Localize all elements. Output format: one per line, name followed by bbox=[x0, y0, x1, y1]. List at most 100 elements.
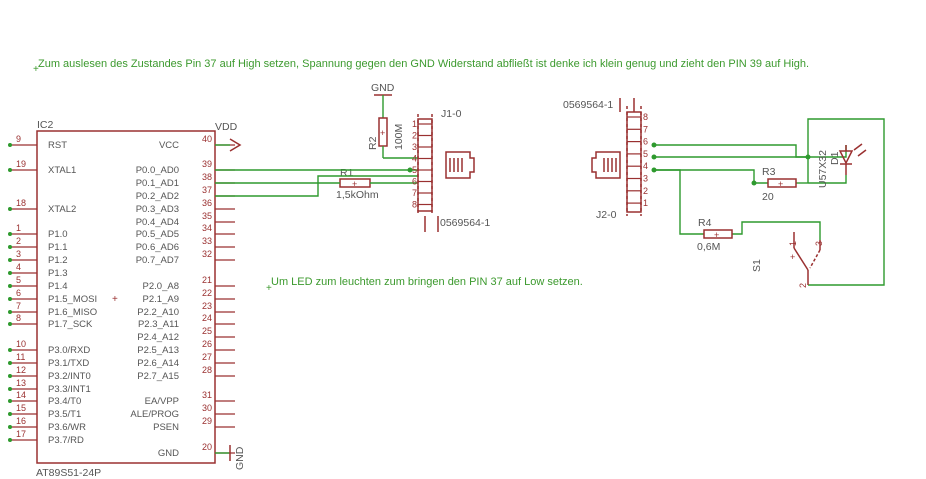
ic2-pin-label: P2.0_A8 bbox=[143, 281, 179, 292]
s1-name: S1 bbox=[751, 259, 763, 272]
ic2-pin-number: 38 bbox=[202, 172, 212, 182]
j2-value: 0569564-1 bbox=[563, 99, 613, 111]
r4-body bbox=[703, 229, 733, 239]
ic2-pin-label: P1.3 bbox=[48, 268, 68, 279]
junction-dot-2 bbox=[651, 142, 657, 148]
ic2-pin-number: 23 bbox=[202, 301, 212, 311]
d1-value: U57X32 bbox=[817, 150, 829, 188]
ic2-pin-end bbox=[8, 412, 12, 416]
j2-pin-number: 7 bbox=[643, 124, 648, 134]
j2-pin-number: 4 bbox=[643, 161, 648, 171]
ic2-pin-number: 3 bbox=[16, 249, 21, 259]
ic2-pin-end bbox=[8, 258, 12, 262]
r4-name: R4 bbox=[698, 217, 712, 229]
ic2-pin-number: 9 bbox=[16, 134, 21, 144]
j1-pin-number: 6 bbox=[412, 177, 417, 187]
j2-pin-number: 5 bbox=[643, 149, 648, 159]
ic2-pin-number: 1 bbox=[16, 223, 21, 233]
ic2-pin-label: P0.7_AD7 bbox=[136, 255, 179, 266]
ic2-pin-number: 30 bbox=[202, 403, 212, 413]
j1-pin-number: 1 bbox=[412, 119, 417, 129]
ic2-pin-end bbox=[8, 271, 12, 275]
wire-loop-right bbox=[807, 118, 885, 286]
ic2-pin-end bbox=[8, 310, 12, 314]
ic2-origin-mark: + bbox=[112, 294, 118, 305]
j1-pin-number: 4 bbox=[412, 154, 417, 164]
ic2-pin-number: 14 bbox=[16, 390, 26, 400]
ic2-pin-end bbox=[8, 348, 12, 352]
ic2-pin-label: XTAL2 bbox=[48, 204, 76, 215]
ic2-pin-number: 25 bbox=[202, 326, 212, 336]
ic2-pin-number: 15 bbox=[16, 403, 26, 413]
ic2-pin-number: 33 bbox=[202, 236, 212, 246]
vdd-label: VDD bbox=[215, 121, 238, 133]
ic2-pin-number: 24 bbox=[202, 313, 212, 323]
ic2-pin-number: 26 bbox=[202, 339, 212, 349]
ic2-pin-end bbox=[8, 232, 12, 236]
ic2-pin-label: P2.7_A15 bbox=[137, 371, 179, 382]
ic2-left-pins: 9RST19XTAL118XTAL21P1.02P1.13P1.24P1.35P… bbox=[8, 134, 97, 446]
ic2-pin-number: 10 bbox=[16, 339, 26, 349]
ic2-pin-number: 17 bbox=[16, 429, 26, 439]
ic2-pin-label: P3.4/T0 bbox=[48, 396, 81, 407]
note-mid-origin-mark: + bbox=[266, 283, 272, 294]
ic2-pin-end bbox=[8, 387, 12, 391]
ic2-pin-label: P3.5/T1 bbox=[48, 409, 81, 420]
ic2-pin-end bbox=[8, 245, 12, 249]
j2-pin-number: 1 bbox=[643, 198, 648, 208]
ic2-pin-number: 7 bbox=[16, 301, 21, 311]
r3-origin-mark: + bbox=[778, 179, 783, 189]
ic2-pin-number: 22 bbox=[202, 288, 212, 298]
ic2-value: AT89S51-24P bbox=[36, 467, 101, 479]
junction-dot-6 bbox=[805, 154, 811, 160]
ic2-pin-label: P0.6_AD6 bbox=[136, 242, 179, 253]
ic2-pin-label: P0.3_AD3 bbox=[136, 204, 179, 215]
j1-pin-number: 7 bbox=[412, 188, 417, 198]
ic2-pin-end bbox=[8, 361, 12, 365]
r4-origin-mark: + bbox=[714, 230, 719, 240]
s1-origin-mark: + bbox=[790, 252, 795, 262]
ic2-pin-label: P1.6_MISO bbox=[48, 307, 97, 318]
r2-name: R2 bbox=[367, 136, 379, 150]
ic2-pin-end bbox=[8, 374, 12, 378]
ic2-name: IC2 bbox=[37, 119, 54, 131]
ic2-pin-number: 19 bbox=[16, 159, 26, 169]
j2-pin-number: 8 bbox=[643, 112, 648, 122]
ic2-pin-end bbox=[8, 168, 12, 172]
j2-pin-number: 2 bbox=[643, 186, 648, 196]
ic2-pin-number: 36 bbox=[202, 198, 212, 208]
ic2-pin-number: 16 bbox=[16, 416, 26, 426]
ic2-pin-number: 31 bbox=[202, 390, 212, 400]
ic2-pin-number: 27 bbox=[202, 352, 212, 362]
ic2-pin-number: 34 bbox=[202, 223, 212, 233]
j2-pin-number: 3 bbox=[643, 174, 648, 184]
r2-value: 100M bbox=[393, 124, 405, 150]
ic2-pin-number: 11 bbox=[16, 352, 25, 362]
ic2-pin-number: 35 bbox=[202, 211, 212, 221]
ic2-body bbox=[36, 130, 216, 464]
ic2-pin-label: XTAL1 bbox=[48, 165, 76, 176]
ic2-pin-end bbox=[8, 207, 12, 211]
ic2-pin-number: 40 bbox=[202, 134, 212, 144]
gnd-top-label: GND bbox=[371, 82, 395, 94]
s1-actuator-icon bbox=[809, 249, 821, 269]
ic2-pin-end bbox=[8, 425, 12, 429]
wire-j2-6-led bbox=[654, 144, 808, 158]
note-top-origin-mark: + bbox=[33, 64, 39, 75]
r1-value: 1,5kOhm bbox=[336, 189, 379, 201]
ic2-pin-label: P2.5_A13 bbox=[137, 345, 179, 356]
ic2-pin-number: 13 bbox=[16, 378, 26, 388]
s1-contact-icon bbox=[793, 247, 809, 271]
ic2-pin-number: 5 bbox=[16, 275, 21, 285]
r3-value: 20 bbox=[762, 191, 774, 203]
j1-pin-number: 3 bbox=[412, 142, 417, 152]
vdd-arrow-icon bbox=[229, 138, 242, 152]
ic2-pin-number: 4 bbox=[16, 262, 21, 272]
s1-pin-3: 3 bbox=[814, 241, 824, 246]
wire-pin37-j1 bbox=[215, 175, 418, 197]
ic2-pin-label: VCC bbox=[159, 140, 179, 151]
ic2-pin-label: P3.7/RD bbox=[48, 435, 84, 446]
